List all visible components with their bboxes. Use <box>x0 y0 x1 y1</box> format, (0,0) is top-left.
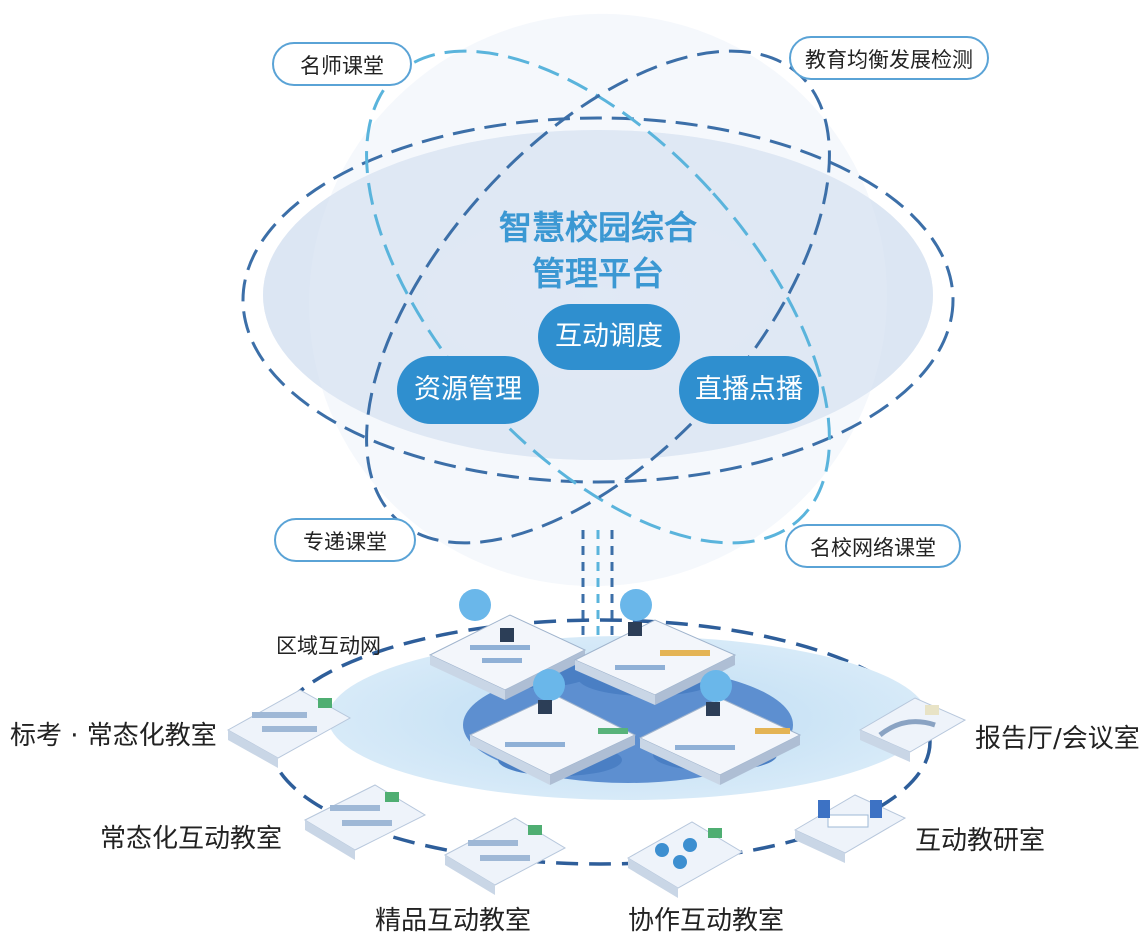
platform-title-line1: 智慧校园综合 <box>499 208 697 247</box>
tag-famous-school-online-class[interactable]: 名校网络课堂 <box>785 524 961 568</box>
room-research <box>793 794 907 863</box>
regional-network-label: 区域互动网 <box>276 634 381 658</box>
room-premium-interactive <box>443 817 567 895</box>
room-auditorium <box>858 697 967 762</box>
room-label-collaborative: 协作互动教室 <box>628 906 785 936</box>
school-building-4 <box>638 670 802 785</box>
school-building-2 <box>573 589 737 705</box>
tag-famous-teacher-class[interactable]: 名师课堂 <box>272 42 412 86</box>
platform-title-line2: 管理平台 <box>532 254 664 293</box>
function-resource-management[interactable]: 资源管理 <box>397 356 539 424</box>
platform-title: 智慧校园综合 管理平台 <box>468 205 728 297</box>
room-label-regular-interactive: 常态化互动教室 <box>100 824 283 854</box>
room-collaborative <box>627 821 743 898</box>
room-label-research: 互动教研室 <box>915 826 1046 856</box>
tag-remote-delivery-class[interactable]: 专递课堂 <box>274 518 416 562</box>
tag-education-balance-monitoring[interactable]: 教育均衡发展检测 <box>789 36 989 80</box>
room-standard-exam <box>226 689 352 768</box>
school-building-3 <box>468 669 637 785</box>
function-interactive-scheduling[interactable]: 互动调度 <box>538 304 680 370</box>
room-regular-interactive <box>303 784 427 860</box>
orbit-horizontal <box>241 116 955 484</box>
room-label-auditorium: 报告厅/会议室 <box>975 724 1140 754</box>
room-label-premium-interactive: 精品互动教室 <box>375 906 532 936</box>
room-label-standard-exam: 标考 · 常态化教室 <box>10 721 217 751</box>
function-live-vod[interactable]: 直播点播 <box>679 356 819 424</box>
